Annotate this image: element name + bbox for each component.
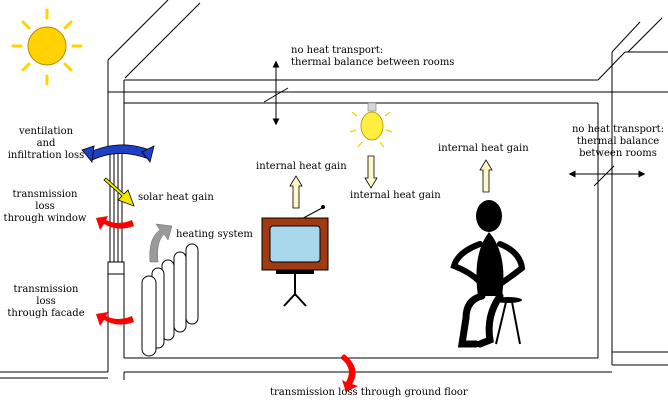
facade-loss-arrow <box>96 312 134 326</box>
tv-gain-arrow <box>289 175 303 209</box>
label-internal-gain-person: internal heat gain <box>438 143 529 154</box>
heating-arrow <box>149 223 173 263</box>
solar-gain-arrow <box>103 177 135 207</box>
label-internal-gain-lamp: internal heat gain <box>350 190 441 201</box>
television-icon <box>261 205 329 307</box>
gain-arrows <box>289 155 493 209</box>
building-walls <box>0 0 668 380</box>
label-heating-system: heating system <box>176 229 253 240</box>
label-no-heat-right: no heat transport: thermal balance betwe… <box>571 124 665 159</box>
sun-icon <box>11 8 83 86</box>
window-icon <box>107 147 125 275</box>
radiator-icon <box>141 243 199 357</box>
label-no-heat-top: no heat transport: thermal balance betwe… <box>291 45 455 68</box>
label-transmission-ground: transmission loss through ground floor <box>270 387 468 398</box>
light-bulb-icon <box>349 102 393 148</box>
label-internal-gain-tv: internal heat gain <box>256 161 347 172</box>
label-transmission-window: transmission loss through window <box>3 189 87 224</box>
heat-loss-arrows <box>96 216 358 392</box>
window-loss-arrow <box>96 216 134 230</box>
label-transmission-facade: transmission loss through facade <box>7 284 85 319</box>
ground-loss-arrow <box>340 354 358 392</box>
ventilation-arrow <box>81 144 155 163</box>
person-gain-arrow <box>479 159 493 193</box>
label-solar-gain: solar heat gain <box>138 192 214 203</box>
lamp-gain-arrow <box>364 155 378 189</box>
label-ventilation: ventilation and infiltration loss <box>7 126 85 161</box>
person-on-stool-icon <box>450 200 526 348</box>
